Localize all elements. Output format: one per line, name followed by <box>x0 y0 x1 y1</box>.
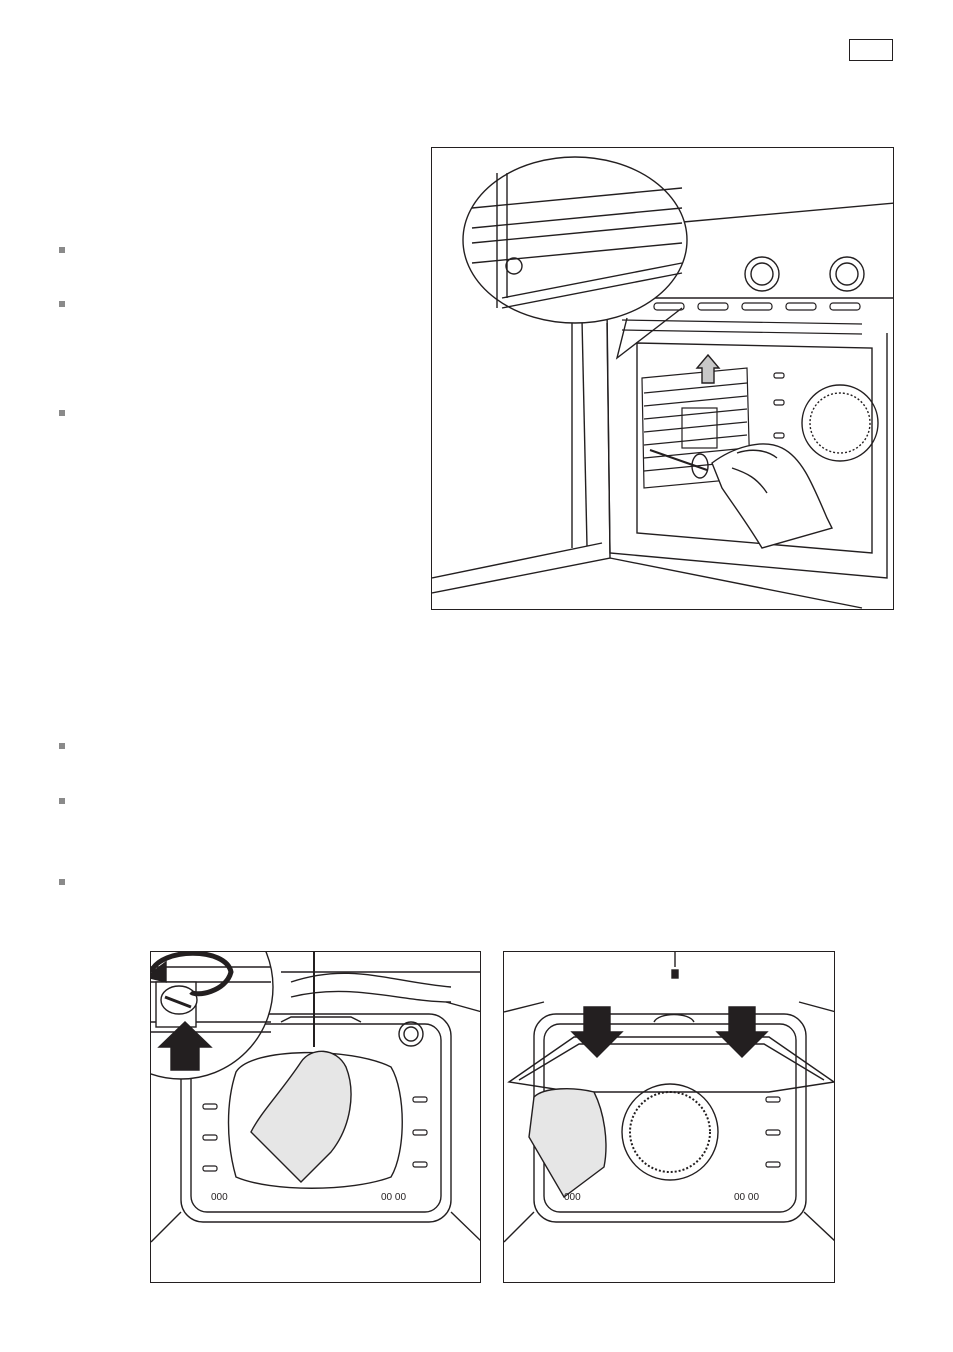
svg-text:00 00: 00 00 <box>381 1192 406 1203</box>
bullet-6 <box>59 879 65 885</box>
oven-side-rack-illustration <box>432 148 894 610</box>
svg-text:00 00: 00 00 <box>734 1192 759 1203</box>
bullet-1 <box>59 247 65 253</box>
grill-screw-figure: 000 00 00 <box>150 951 481 1283</box>
side-rack-removal-figure <box>431 147 894 610</box>
bullet-4 <box>59 743 65 749</box>
grill-lower-illustration: 000 00 00 <box>504 952 835 1283</box>
svg-text:000: 000 <box>211 1192 228 1203</box>
svg-text:000: 000 <box>564 1192 581 1203</box>
bullet-5 <box>59 798 65 804</box>
grill-screw-illustration: 000 00 00 <box>151 952 481 1283</box>
page-number-box <box>849 39 893 61</box>
bullet-2 <box>59 301 65 307</box>
bullet-3 <box>59 410 65 416</box>
grill-lower-figure: 000 00 00 <box>503 951 835 1283</box>
